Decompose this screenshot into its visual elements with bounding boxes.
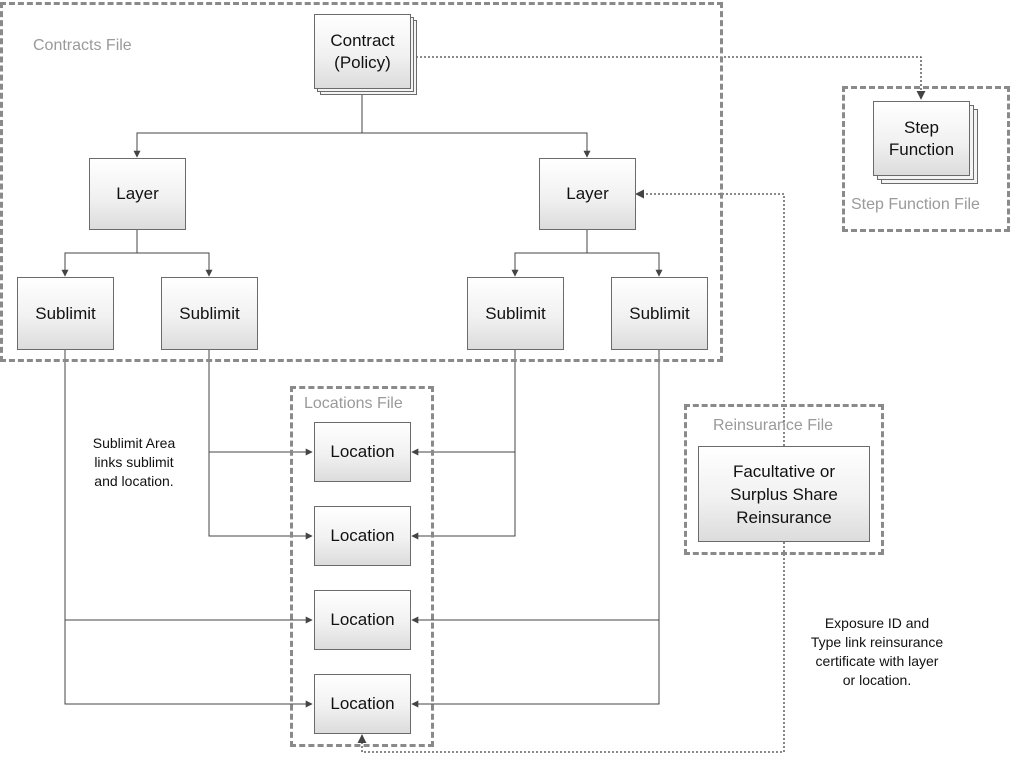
connector-layer-right-sublimit-3 (511, 230, 588, 277)
contract-policy-node[interactable]: Contract (Policy) (314, 14, 411, 89)
connector-sublimit-4-location-4 (411, 350, 660, 708)
step-function-file-region (842, 86, 1010, 232)
sublimit-2-node[interactable]: Sublimit (161, 277, 258, 350)
connector-sublimit-2-location-2 (208, 350, 313, 540)
location-3-node[interactable]: Location (314, 590, 411, 650)
reinsurance-file-label: Reinsurance File (713, 417, 834, 434)
sublimit-4-node[interactable]: Sublimit (611, 277, 708, 350)
connector-contract-layer-right (362, 132, 591, 158)
connector-layer-right-sublimit-4 (587, 252, 663, 277)
location-1-node[interactable]: Location (314, 422, 411, 482)
location-4-node[interactable]: Location (314, 674, 411, 734)
connector-reinsurance-location (357, 542, 785, 753)
connector-reinsurance-layer (635, 189, 785, 446)
contracts-file-region (0, 2, 723, 362)
exposure-id-annotation: Exposure ID and Type link reinsurance ce… (810, 615, 944, 688)
location-2-node[interactable]: Location (314, 506, 411, 566)
layer-left-node[interactable]: Layer (89, 158, 186, 230)
connector-sublimit-1-location-4 (64, 350, 313, 708)
locations-file-label: Locations File (304, 395, 403, 412)
connector-sublimit-3-location-2 (411, 350, 516, 540)
step-function-file-label: Step Function File (851, 196, 980, 213)
reinsurance-node[interactable]: Facultative or Surplus Share Reinsurance (698, 446, 870, 542)
sublimit-area-annotation: Sublimit Area links sublimit and locatio… (92, 435, 176, 489)
connector-layer-left-sublimit-2 (137, 252, 213, 277)
sublimit-3-node[interactable]: Sublimit (467, 277, 564, 350)
step-function-node[interactable]: Step Function (873, 101, 970, 176)
connector-layer-left-sublimit-1 (61, 230, 138, 277)
contracts-file-label: Contracts File (33, 37, 132, 54)
sublimit-1-node[interactable]: Sublimit (17, 277, 114, 350)
locations-file-region (290, 386, 434, 747)
connector-contract-layer-left (133, 95, 363, 158)
reinsurance-file-region (684, 404, 884, 555)
connector-contract-step-function (412, 56, 926, 100)
layer-right-node[interactable]: Layer (539, 158, 636, 230)
